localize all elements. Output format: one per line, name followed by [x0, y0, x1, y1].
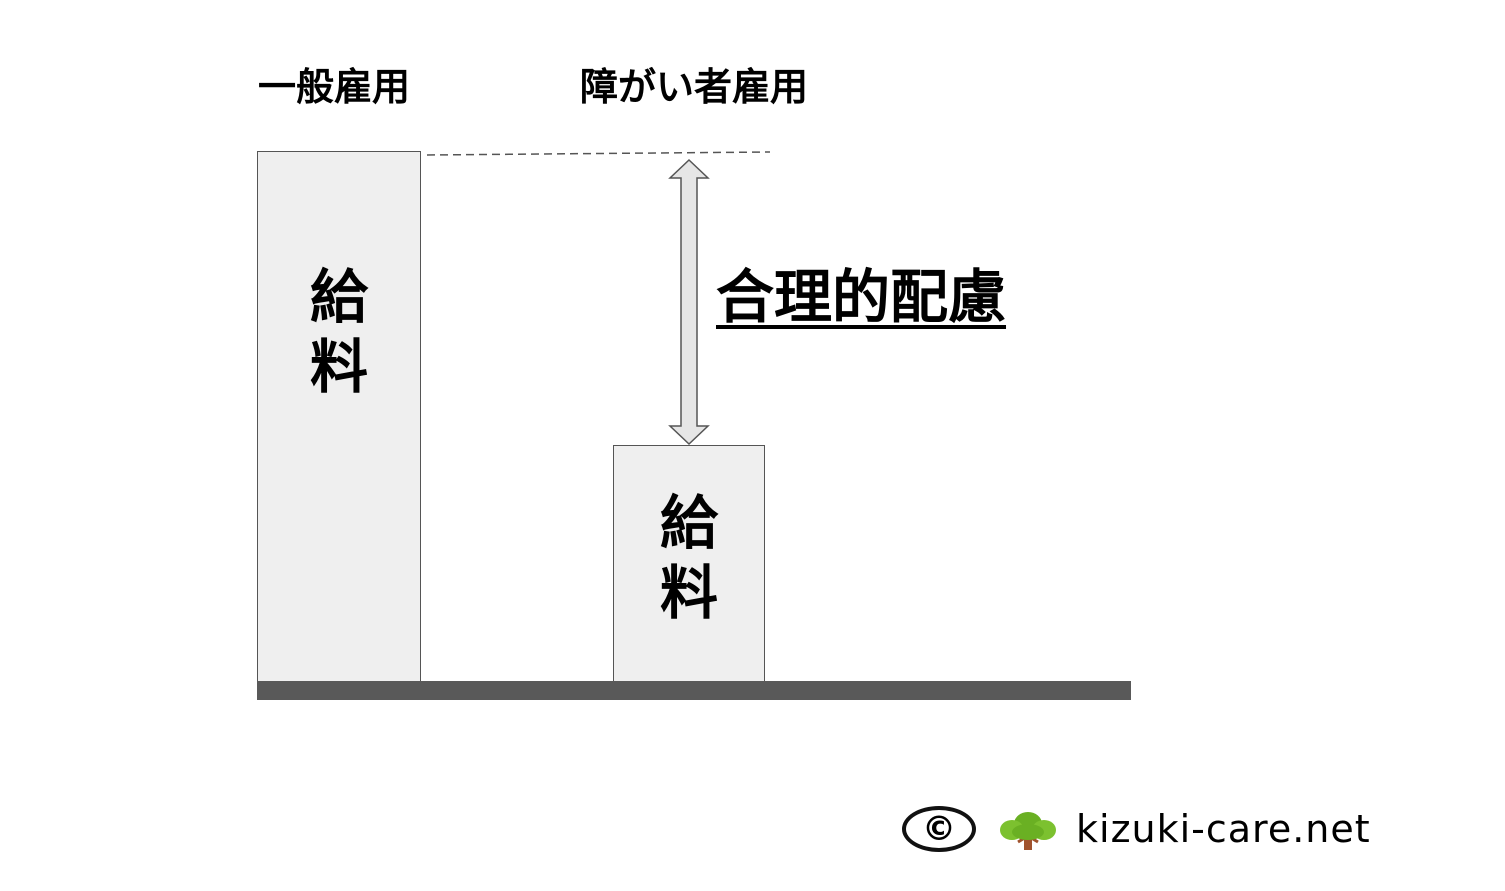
gap-double-arrow: [668, 158, 710, 446]
tree-icon: [1000, 812, 1056, 850]
baseline-floor: [257, 681, 1131, 700]
general-employment-label: 一般雇用: [258, 65, 411, 109]
disability-salary-char-1: 給: [659, 489, 718, 557]
disability-salary-char-2: 料: [659, 559, 718, 627]
disability-employment-label: 障がい者雇用: [580, 65, 809, 109]
general-salary-bar: 給 料: [257, 151, 421, 683]
reasonable-accommodation-label: 合理的配慮: [716, 263, 1007, 331]
general-salary-char-2: 料: [309, 333, 368, 401]
copyright-icon: ©: [902, 806, 976, 852]
reference-dashed-line: [426, 151, 771, 156]
site-name: kizuki-care.net: [1076, 807, 1371, 851]
disability-salary-bar: 給 料: [613, 445, 765, 683]
general-salary-char-1: 給: [309, 263, 368, 331]
